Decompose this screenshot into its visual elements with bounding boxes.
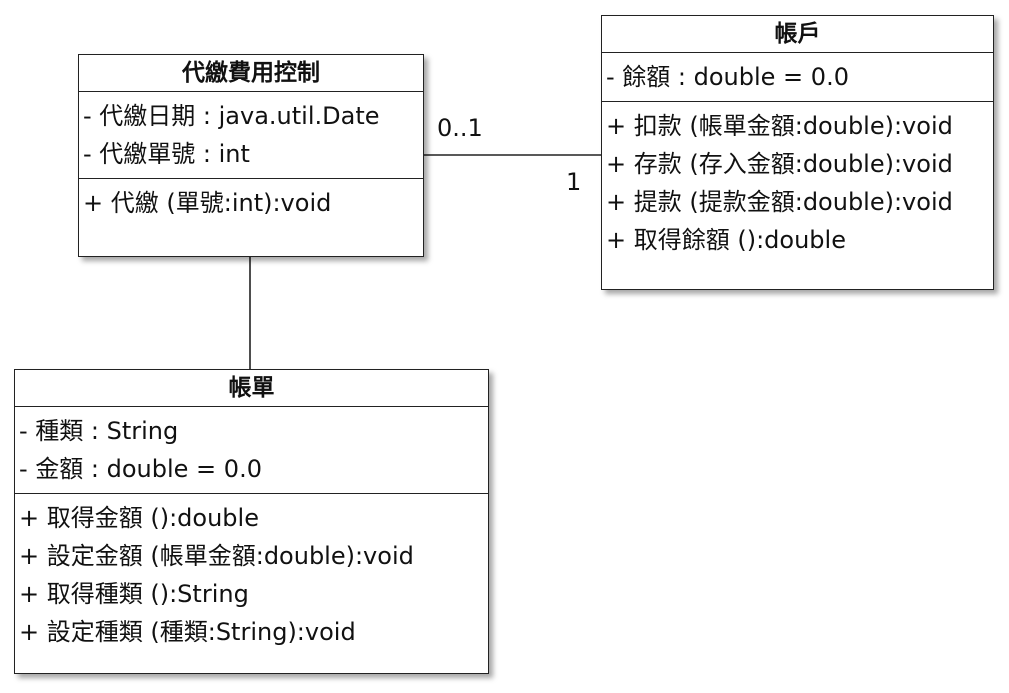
attribute: - 種類 : String xyxy=(19,417,179,445)
multiplicity-control-side: 0..1 xyxy=(437,114,483,142)
class-bill[interactable]: 帳單 - 種類 : String - 金額 : double = 0.0 + 取… xyxy=(14,369,489,674)
attribute: - 餘額 : double = 0.0 xyxy=(606,63,849,91)
operation: + 取得餘額 ():double xyxy=(606,226,846,254)
operation: + 設定種類 (種類:String):void xyxy=(19,618,356,646)
multiplicity-account-side: 1 xyxy=(566,168,582,196)
attributes-section: - 餘額 : double = 0.0 xyxy=(602,53,993,102)
operation: + 設定金額 (帳單金額:double):void xyxy=(19,542,414,570)
operations-section: + 代繳 (單號:int):void xyxy=(79,179,423,227)
operation: + 存款 (存入金額:double):void xyxy=(606,150,953,178)
operation: + 取得金額 ():double xyxy=(19,504,259,532)
attribute: - 金額 : double = 0.0 xyxy=(19,455,262,483)
operations-section: + 取得金額 ():double + 設定金額 (帳單金額:double):vo… xyxy=(15,494,488,656)
operation: + 扣款 (帳單金額:double):void xyxy=(606,112,953,140)
class-payment-control[interactable]: 代繳費用控制 - 代繳日期 : java.util.Date - 代繳單號 : … xyxy=(78,54,424,257)
attributes-section: - 代繳日期 : java.util.Date - 代繳單號 : int xyxy=(79,92,423,179)
class-account[interactable]: 帳戶 - 餘額 : double = 0.0 + 扣款 (帳單金額:double… xyxy=(601,15,994,290)
operation: + 代繳 (單號:int):void xyxy=(83,189,332,217)
attribute: - 代繳日期 : java.util.Date xyxy=(83,102,380,130)
class-name: 代繳費用控制 xyxy=(79,55,423,92)
class-name: 帳單 xyxy=(15,370,488,407)
operation: + 取得種類 ():String xyxy=(19,580,249,608)
class-name: 帳戶 xyxy=(602,16,993,53)
operation: + 提款 (提款金額:double):void xyxy=(606,188,953,216)
attributes-section: - 種類 : String - 金額 : double = 0.0 xyxy=(15,407,488,494)
attribute: - 代繳單號 : int xyxy=(83,140,250,168)
operations-section: + 扣款 (帳單金額:double):void + 存款 (存入金額:doubl… xyxy=(602,102,993,264)
